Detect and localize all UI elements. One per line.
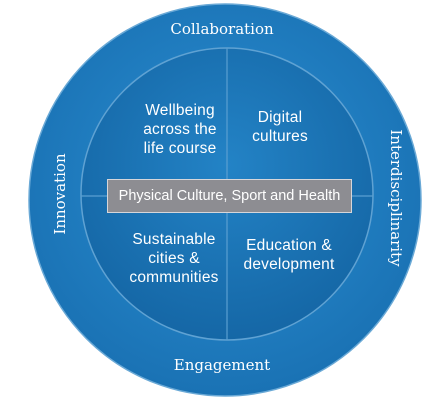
ring-label-engagement: Engagement	[173, 356, 271, 374]
ring-label-collaboration: Collaboration	[170, 20, 274, 38]
center-label-box: Physical Culture, Sport and Health	[107, 179, 352, 213]
ring-label-innovation: Innovation	[51, 153, 69, 235]
quadrant-digital-cultures: Digital cultures	[252, 109, 308, 145]
quadrant-sustainable-cities: Sustainable cities & communities	[129, 231, 219, 286]
quadrant-education: Education & development	[243, 237, 335, 273]
quadrant-wellbeing: Wellbeing across the life course	[143, 102, 217, 157]
ring-label-interdisciplinarity: Interdisciplinarity	[387, 129, 405, 267]
center-label: Physical Culture, Sport and Health	[118, 188, 341, 204]
